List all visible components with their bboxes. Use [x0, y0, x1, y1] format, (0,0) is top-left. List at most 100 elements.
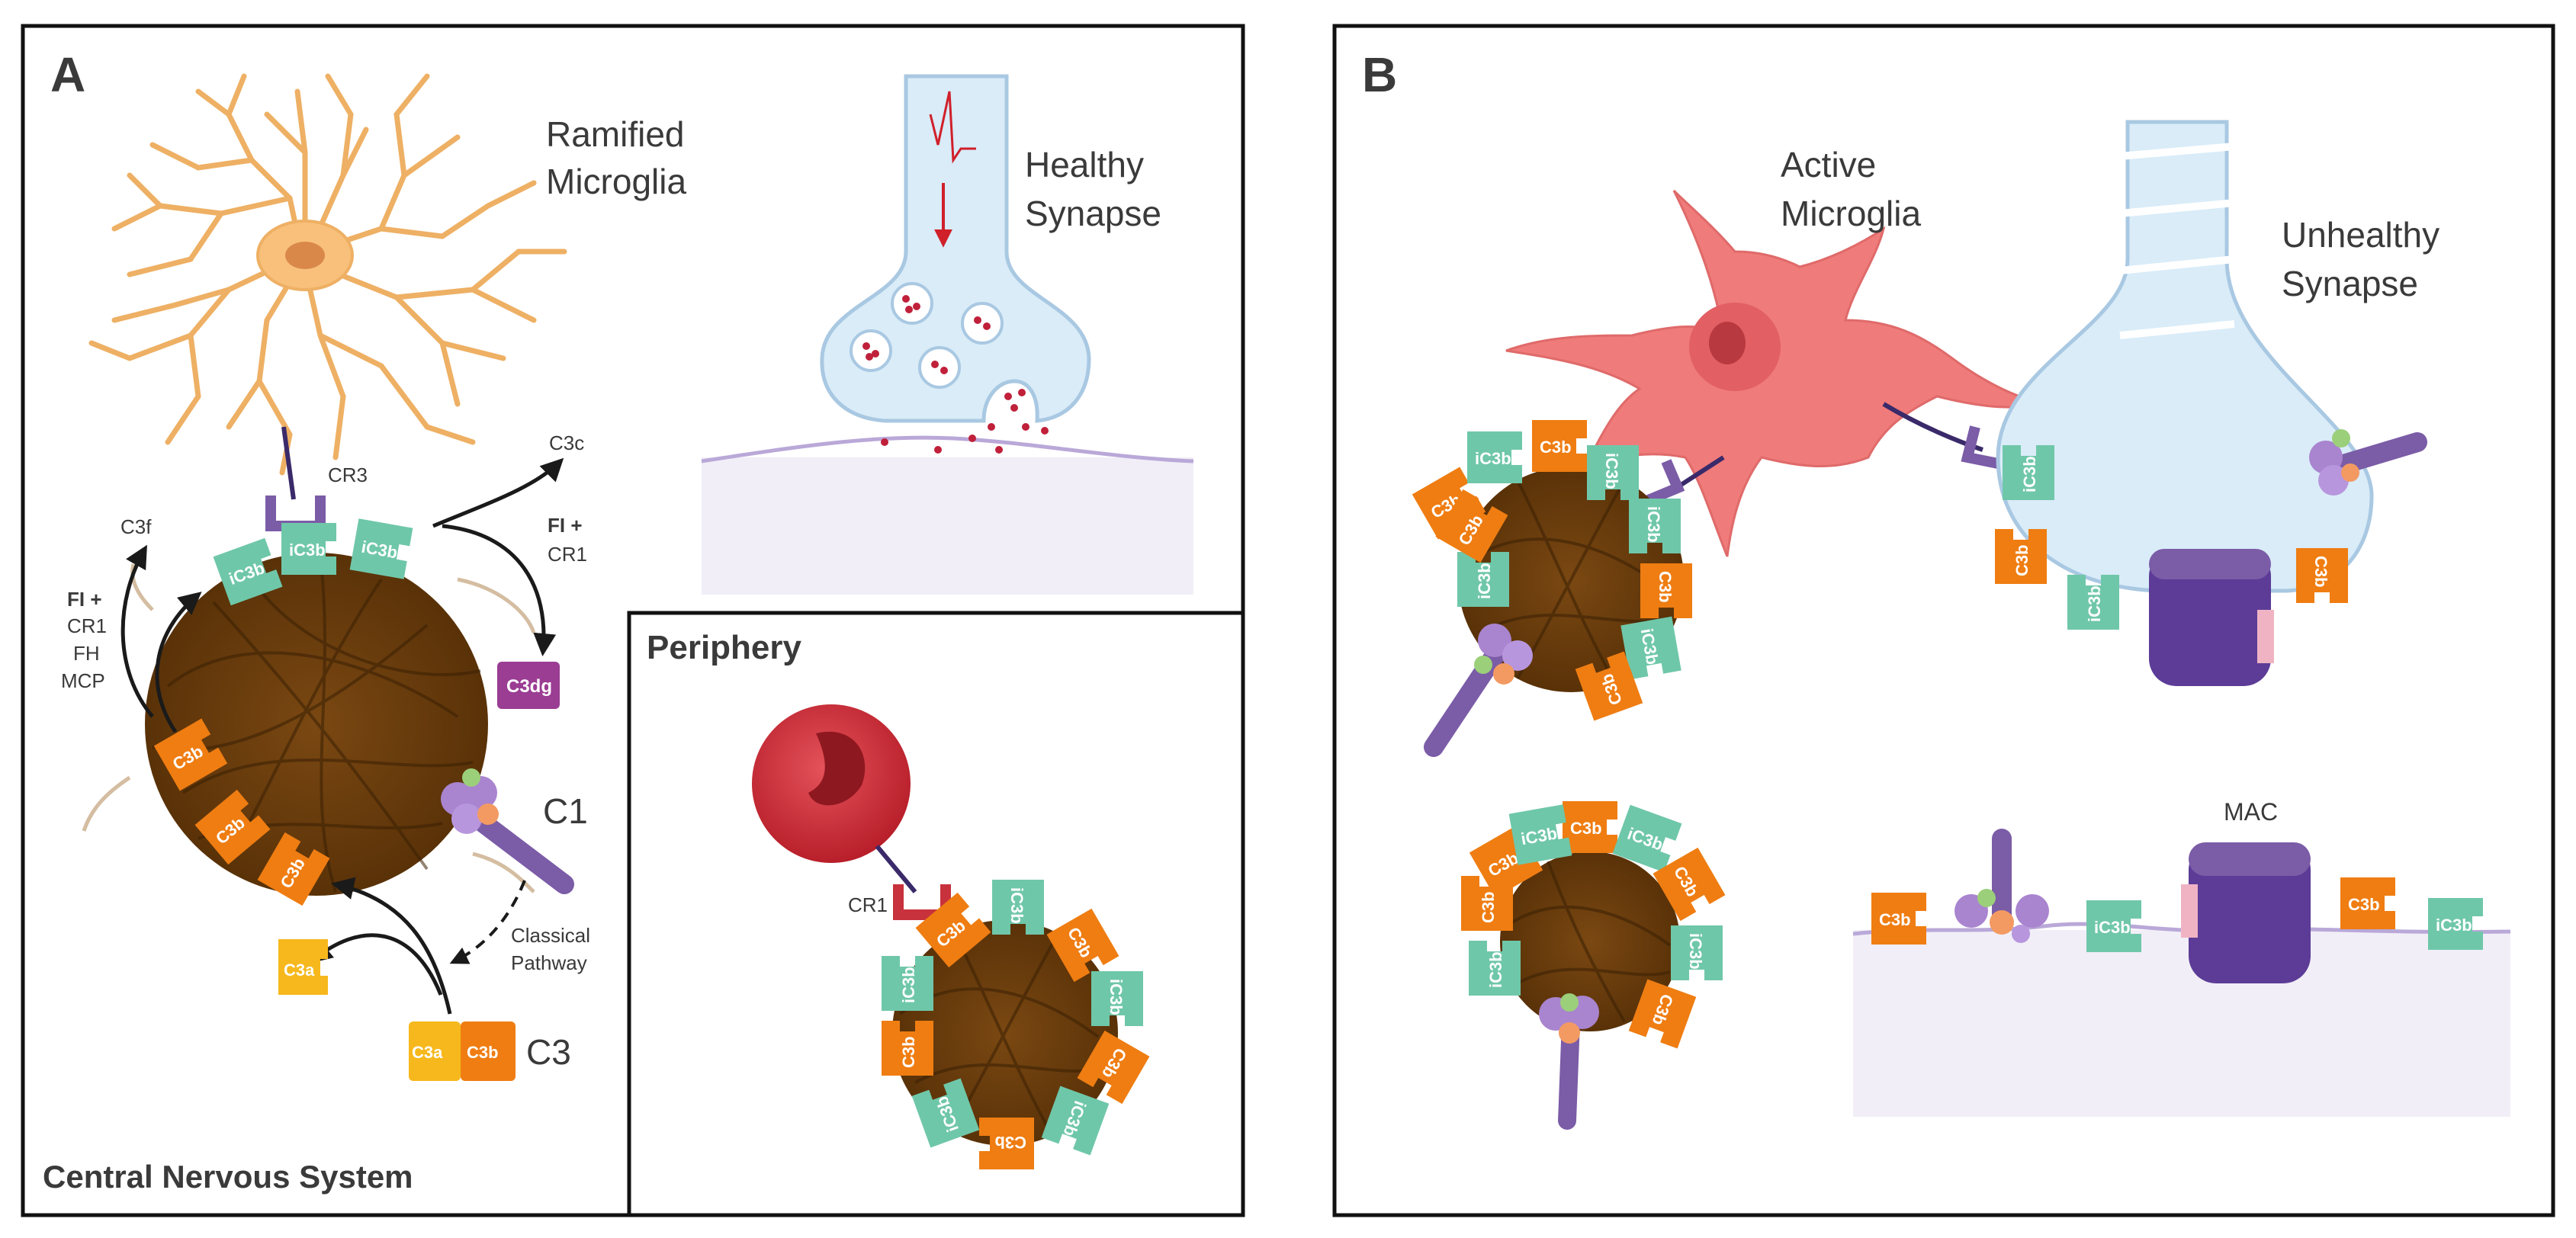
- active-microglia: [1505, 189, 2044, 557]
- fi-left-2: CR1: [67, 614, 107, 637]
- unhealthy-label-2: Synapse: [2282, 264, 2418, 303]
- ramified-microglia: [88, 73, 567, 476]
- ic3b-tag: iC3b: [1612, 804, 1682, 873]
- ramified-label-1: Ramified: [546, 114, 685, 154]
- c3b-tag: C3b: [1575, 651, 1643, 721]
- c1-complex-b-upper: [1424, 624, 1533, 757]
- c3b-tag-label: C3b: [1479, 891, 1498, 923]
- c3f-label: C3f: [120, 515, 152, 538]
- fi-left-1: FI +: [67, 588, 102, 611]
- c3b-tag-label: C3b: [994, 1133, 1026, 1152]
- c3b-tag: C3b: [194, 789, 271, 865]
- c1-complex-membrane: [1954, 829, 2049, 943]
- c3dg-label: C3dg: [506, 676, 552, 697]
- ic3b-tag: iC3b: [281, 523, 336, 575]
- ic3b-tag-label: iC3b: [1475, 563, 1494, 599]
- panel-a: A: [21, 24, 1245, 1217]
- c3dg-fragment: C3dg: [497, 662, 560, 709]
- mac-synapse: [2149, 549, 2274, 686]
- c3c-label: C3c: [549, 431, 584, 454]
- c3b-tag-label: C3b: [2348, 895, 2380, 914]
- c3b-tag-label: C3b: [2311, 556, 2330, 588]
- c3b-tag-label: C3b: [1540, 438, 1572, 457]
- arrow-c3dg: [442, 524, 557, 656]
- ic3b-tag: iC3b: [992, 880, 1044, 935]
- c3a-label-a: C3a: [284, 961, 315, 980]
- ic3b-tag-label: iC3b: [1644, 506, 1663, 543]
- c3b-tag: C3b: [1532, 420, 1587, 472]
- c3b-tag: C3b: [1461, 876, 1513, 931]
- ic3b-tag: iC3b: [349, 518, 413, 579]
- periphery-label: Periphery: [647, 629, 802, 666]
- panel-b-letter: B: [1362, 47, 1397, 102]
- c3b-tag: C3b: [882, 1021, 933, 1076]
- c3b-tag: C3b: [1046, 908, 1119, 983]
- mac-membrane: [2181, 842, 2311, 983]
- c3b-tag: C3b: [1563, 801, 1617, 853]
- c3b-tag: C3b: [2296, 548, 2348, 603]
- c3b-tag-label: C3b: [1570, 819, 1602, 838]
- ic3b-tag-label: iC3b: [289, 540, 326, 560]
- ic3b-tag-label: iC3b: [2020, 456, 2039, 492]
- c1-complex-synapse: [2309, 429, 2427, 496]
- ic3b-tag-label: iC3b: [1602, 453, 1621, 489]
- ic3b-tag-label: iC3b: [1107, 979, 1126, 1015]
- c1-complex-b-lower: [1539, 993, 1599, 1130]
- active-microglia-nucleus: [1709, 322, 1746, 364]
- ic3b-tag: iC3b: [1587, 445, 1639, 500]
- healthy-label-1: Healthy: [1025, 145, 1144, 184]
- c3-c3a-label: C3a: [412, 1043, 443, 1062]
- ic3b-tag: iC3b: [1091, 971, 1143, 1026]
- c3b-tag: C3b: [1653, 847, 1726, 922]
- ic3b-tag-label: iC3b: [1475, 449, 1511, 468]
- unhealthy-synapse: [1996, 120, 2374, 593]
- c3-molecule: C3a C3b: [409, 1022, 516, 1081]
- c3b-tag: C3b: [1469, 825, 1543, 898]
- c3b-tag: C3b: [979, 1118, 1034, 1169]
- ramified-label-2: Microglia: [546, 162, 686, 201]
- ic3b-tag-label: iC3b: [2436, 916, 2472, 935]
- red-blood-cell: [752, 704, 911, 863]
- c3b-tag: C3b: [1995, 529, 2047, 584]
- c3b-tag: C3b: [1628, 979, 1697, 1049]
- arrow-c3f: [120, 544, 154, 718]
- healthy-label-2: Synapse: [1025, 194, 1161, 233]
- arrow-c3b-to-aggregate: [331, 877, 452, 1015]
- cr1-label: CR1: [848, 893, 888, 916]
- c3b-tag: C3b: [257, 832, 330, 906]
- classical-label-1: Classical: [511, 924, 590, 947]
- c3a-fragment: C3a: [278, 939, 328, 995]
- panel-b: B Active Microglia Unhealthy Synapse: [1332, 24, 2555, 1217]
- panel-a-letter: A: [50, 47, 85, 102]
- classical-label-2: Pathway: [511, 951, 587, 974]
- fi-right-1: FI +: [548, 514, 583, 537]
- c3-c3b-label: C3b: [467, 1043, 499, 1062]
- ic3b-tag-label: iC3b: [2085, 585, 2104, 622]
- ic3b-tag: iC3b: [1620, 616, 1681, 680]
- ic3b-tag-label: iC3b: [2094, 918, 2131, 937]
- ic3b-tag: iC3b: [2086, 900, 2141, 952]
- ic3b-tag: iC3b: [2003, 445, 2054, 500]
- ic3b-tag: iC3b: [1041, 1086, 1110, 1156]
- ic3b-tag: iC3b: [1457, 552, 1509, 607]
- cr3-label: CR3: [328, 463, 368, 486]
- c1-label: C1: [543, 791, 588, 831]
- c3b-tag: C3b: [1435, 489, 1508, 563]
- c3b-tag: C3b: [1077, 1030, 1150, 1105]
- ic3b-tag: iC3b: [2067, 575, 2119, 630]
- arrow-fi-left: [155, 592, 202, 733]
- ic3b-tag-label: iC3b: [1007, 887, 1026, 924]
- c3-label: C3: [526, 1032, 571, 1072]
- c3b-tag: C3b: [153, 718, 228, 791]
- ic3b-tag: iC3b: [1469, 941, 1521, 996]
- active-label-1: Active: [1781, 145, 1876, 184]
- ic3b-tag: iC3b: [2428, 898, 2483, 950]
- aggregate-b-lower: [1500, 852, 1680, 1031]
- ic3b-tag: iC3b: [882, 956, 933, 1011]
- c3b-tag: C3b: [915, 892, 991, 968]
- ic3b-tag: iC3b: [213, 537, 283, 606]
- fi-right-2: CR1: [548, 543, 587, 566]
- cr1-receptor: [893, 884, 951, 920]
